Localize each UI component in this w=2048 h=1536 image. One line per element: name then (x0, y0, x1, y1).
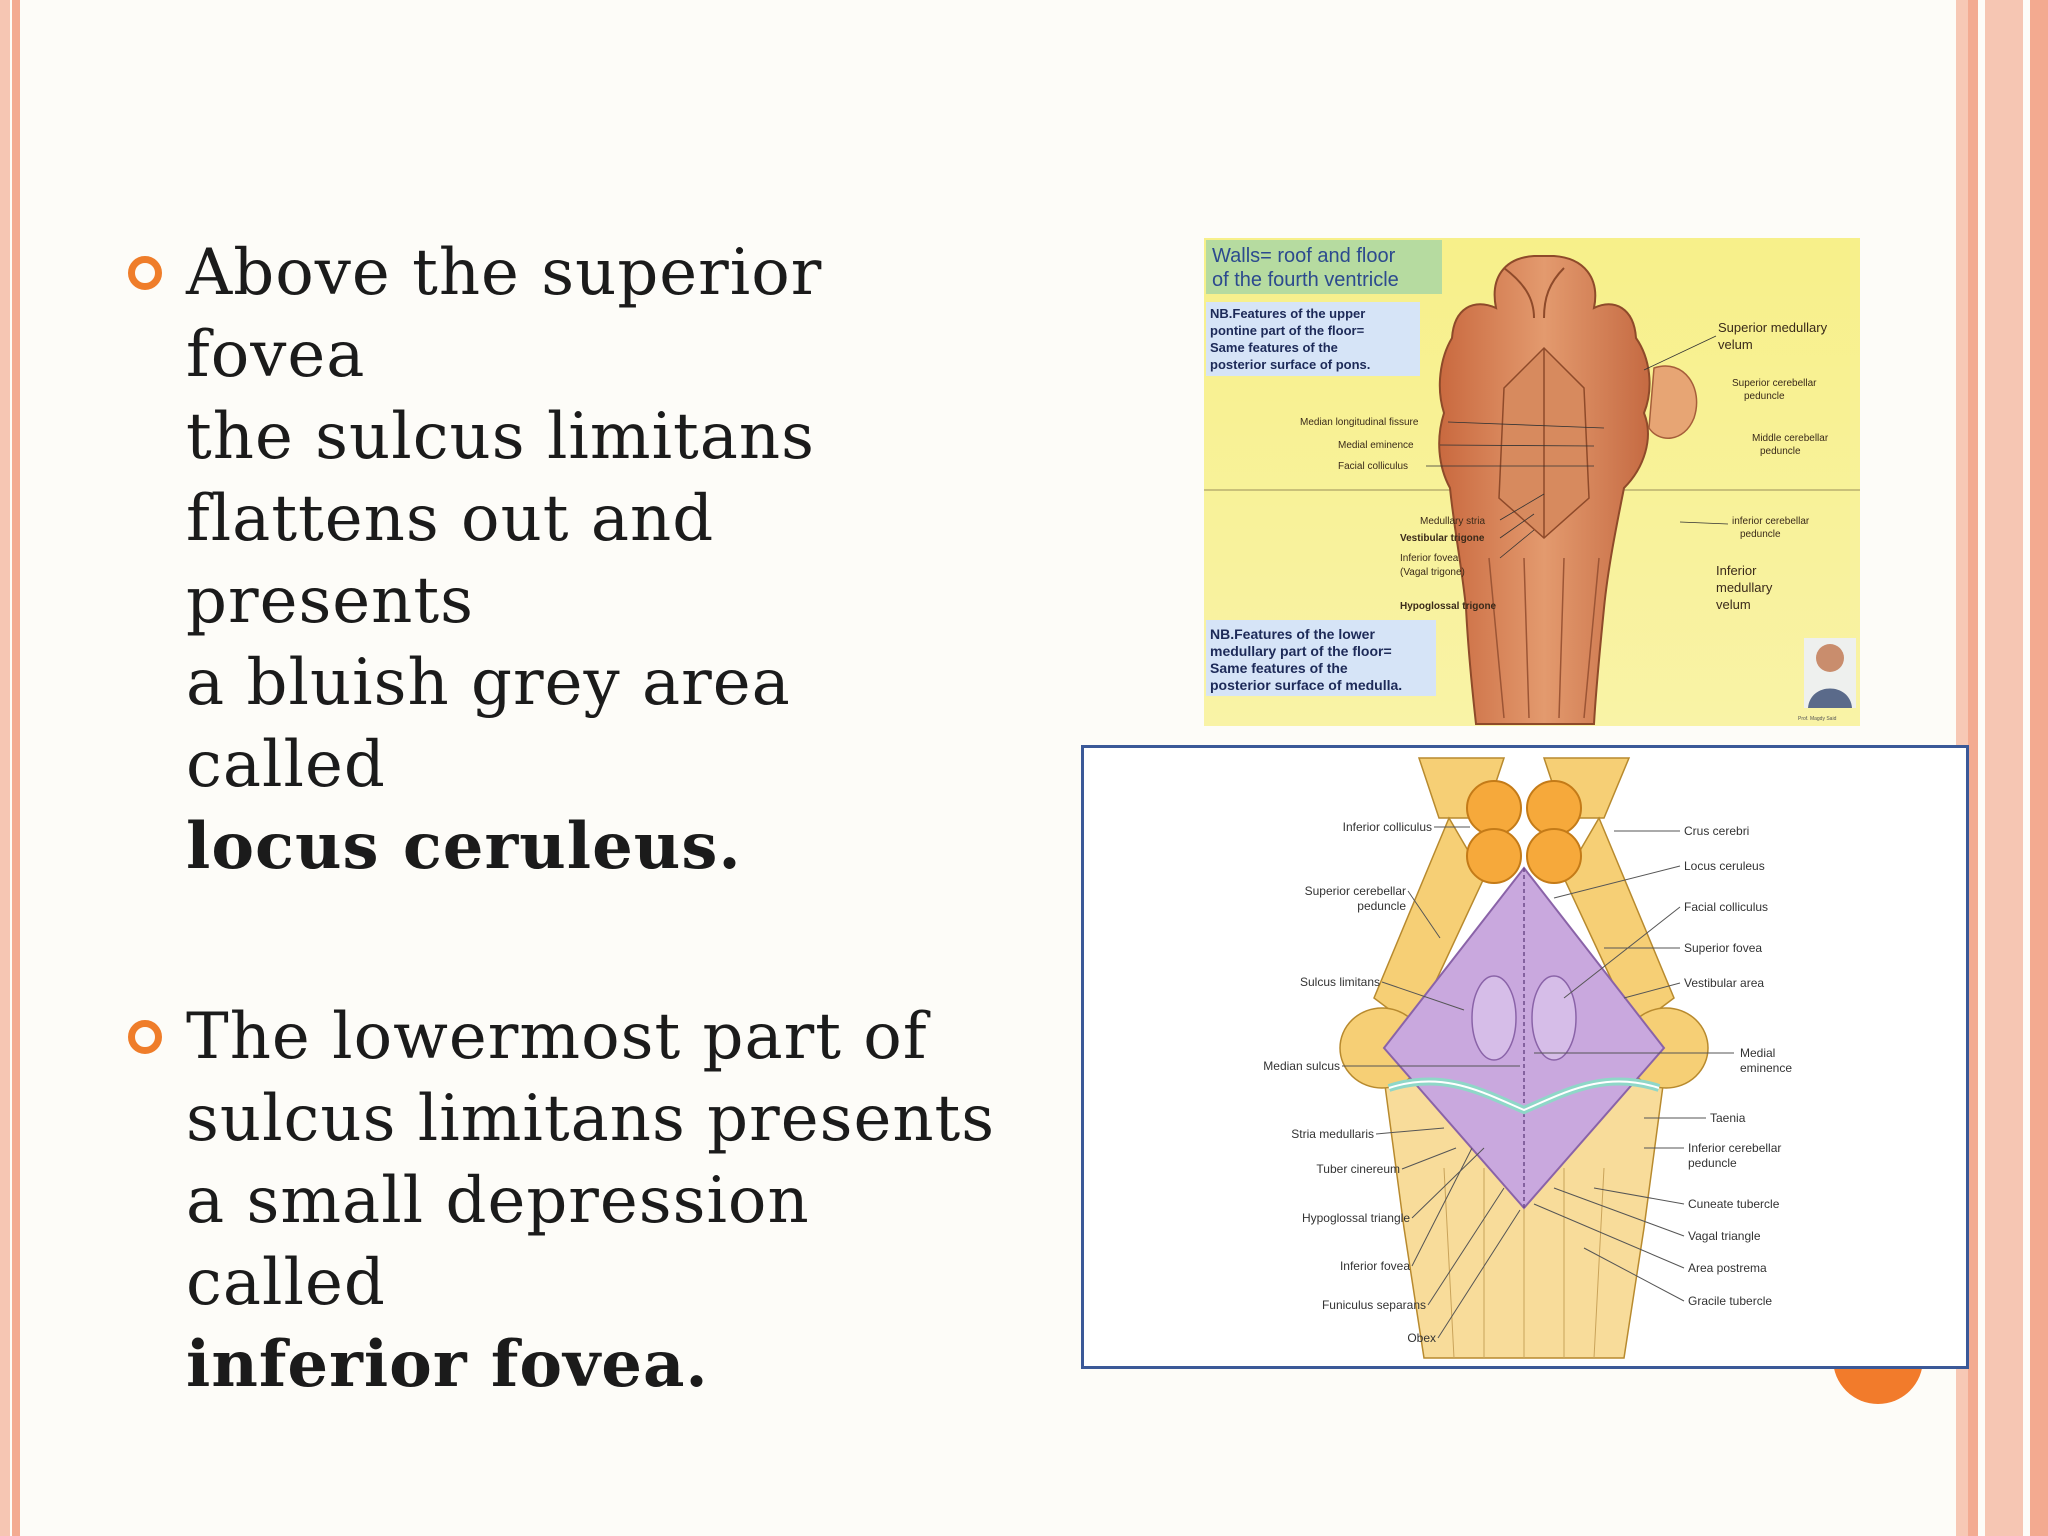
right-border-stripe-wide (1985, 0, 2023, 1536)
label-obex: Obex (1407, 1331, 1436, 1345)
bullet-bold-term: locus ceruleus. (186, 809, 742, 884)
left-border-stripe (0, 0, 10, 1536)
left-border-stripe-inner (12, 0, 20, 1536)
right-border-stripe-edge (2030, 0, 2048, 1536)
label-superior-fovea: Superior fovea (1684, 941, 1762, 955)
bullet-inferior-fovea: The lowermost part of sulcus limitans pr… (118, 996, 998, 1406)
label-vestibular-trigone: Vestibular trigone (1400, 533, 1485, 544)
label-taenia: Taenia (1710, 1111, 1746, 1125)
label-sup-cerebellar: peduncle (1744, 391, 1785, 402)
label-median-fissure: Median longitudinal fissure (1300, 417, 1419, 428)
portrait-signature: Prof. Magdy Said (1798, 716, 1837, 722)
bullet-locus-ceruleus: Above the superior fovea the sulcus limi… (118, 232, 998, 888)
label-facial-colliculus: Facial colliculus (1684, 900, 1768, 914)
bullet-ring-icon (128, 256, 162, 290)
label-inferior-colliculus: Inferior colliculus (1343, 820, 1432, 834)
figure1-title: Walls= roof and floor (1212, 245, 1396, 267)
label-hypoglossal-triangle: Hypoglossal triangle (1302, 1211, 1410, 1225)
bullet-line: The lowermost part of (186, 996, 998, 1078)
note-lower-line: Same features of the (1210, 660, 1348, 676)
label-sup-medullary-velum: Superior medullary (1718, 320, 1828, 335)
label-sulcus-limitans: Sulcus limitans (1300, 975, 1380, 989)
label-inferior-fovea: Inferior fovea (1340, 1259, 1410, 1273)
label-inf-medullary-velum: medullary (1716, 580, 1773, 595)
label-inf-medullary-velum: Inferior (1716, 563, 1757, 578)
label-median-sulcus: Median sulcus (1263, 1059, 1340, 1073)
label-vagal-triangle: Vagal triangle (1688, 1229, 1761, 1243)
label-sup-cerebellar: Superior cerebellar (1732, 378, 1817, 389)
note-upper-line: posterior surface of pons. (1210, 357, 1370, 372)
label-tuber-cinereum: Tuber cinereum (1316, 1162, 1400, 1176)
bullet-list: Above the superior fovea the sulcus limi… (118, 232, 998, 1406)
bullet-bold-term: inferior fovea. (186, 1327, 709, 1402)
bullet-line: Above the superior fovea (186, 232, 998, 396)
label-locus-ceruleus: Locus ceruleus (1684, 859, 1765, 873)
label-medullary-stria: Medullary stria (1420, 516, 1485, 527)
label-inf-medullary-velum: velum (1716, 597, 1751, 612)
bullet-line: flattens out and presents (186, 478, 998, 642)
label-mid-cerebellar: peduncle (1760, 446, 1801, 457)
label-vestibular-area: Vestibular area (1684, 976, 1764, 990)
label-facial-colliculus: Facial colliculus (1338, 461, 1408, 472)
fourth-ventricle-photo-svg: Walls= roof and floor of the fourth vent… (1204, 238, 1860, 726)
bullet-line: the sulcus limitans (186, 396, 998, 478)
bullet-line: a small depression called (186, 1160, 998, 1324)
label-inferior-fovea: (Vagal trigone) (1400, 567, 1465, 578)
note-upper-line: NB.Features of the upper (1210, 306, 1365, 321)
note-upper-line: Same features of the (1210, 340, 1338, 355)
label-funiculus-separans: Funiculus separans (1322, 1298, 1426, 1312)
fourth-ventricle-photo-figure: Walls= roof and floor of the fourth vent… (1204, 238, 1860, 726)
label-crus-cerebri: Crus cerebri (1684, 824, 1749, 838)
label-mid-cerebellar: Middle cerebellar (1752, 433, 1829, 444)
label-inf-cerebellar: peduncle (1740, 529, 1781, 540)
right-border-stripe-dark (1968, 0, 1978, 1536)
label-medial-eminence: Medial eminence (1338, 440, 1414, 451)
label-stria-medullaris: Stria medullaris (1291, 1127, 1374, 1141)
label-inf-cerebellar: inferior cerebellar (1732, 516, 1810, 527)
label-gracile-tubercle: Gracile tubercle (1688, 1294, 1772, 1308)
label-inferior-fovea: Inferior fovea (1400, 553, 1459, 564)
bullet-line: a bluish grey area called (186, 642, 998, 806)
label-sup-medullary-velum: velum (1718, 337, 1753, 352)
label-cuneate-tubercle: Cuneate tubercle (1688, 1197, 1780, 1211)
label-hypoglossal-trigone: Hypoglossal trigone (1400, 601, 1497, 612)
label-area-postrema: Area postrema (1688, 1261, 1767, 1275)
note-upper-line: pontine part of the floor= (1210, 323, 1365, 338)
note-lower-line: posterior surface of medulla. (1210, 677, 1402, 693)
note-lower-line: medullary part of the floor= (1210, 643, 1392, 659)
note-lower-line: NB.Features of the lower (1210, 626, 1375, 642)
bullet-ring-icon (128, 1020, 162, 1054)
figure1-title: of the fourth ventricle (1212, 269, 1399, 291)
bullet-line: sulcus limitans presents (186, 1078, 998, 1160)
